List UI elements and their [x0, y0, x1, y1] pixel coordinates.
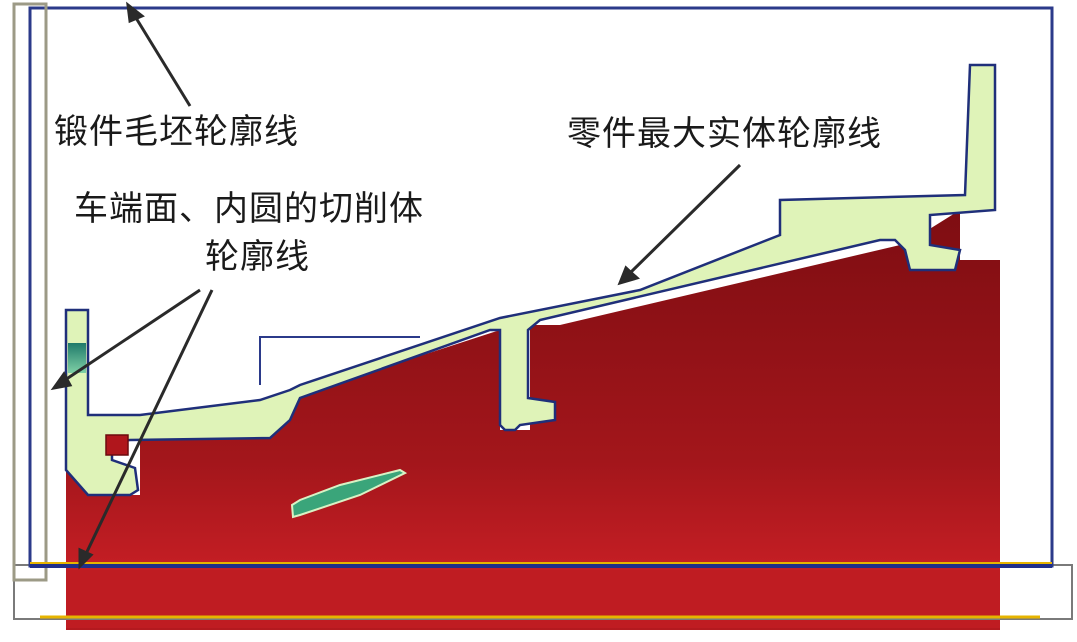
label-cut-body-outline-2: 轮廓线: [205, 237, 310, 277]
cut-body-step-outline: [259, 336, 420, 385]
arrow-cut-body-2: [78, 289, 214, 570]
red-notch: [105, 434, 129, 456]
label-forging-blank-outline: 锻件毛坯轮廓线: [54, 112, 299, 152]
arrow-part-max-solid: [617, 163, 742, 286]
label-part-max-solid-outline: 零件最大实体轮廓线: [567, 114, 882, 154]
label-cut-body-outline-1: 车端面、内圆的切削体: [74, 189, 424, 229]
green-sliver: [290, 468, 408, 519]
side-frame-outline: [12, 2, 48, 582]
arrow-cut-body-1: [50, 288, 201, 391]
arrow-forging-blank: [126, 1, 192, 107]
teal-marking-left: [68, 343, 86, 373]
